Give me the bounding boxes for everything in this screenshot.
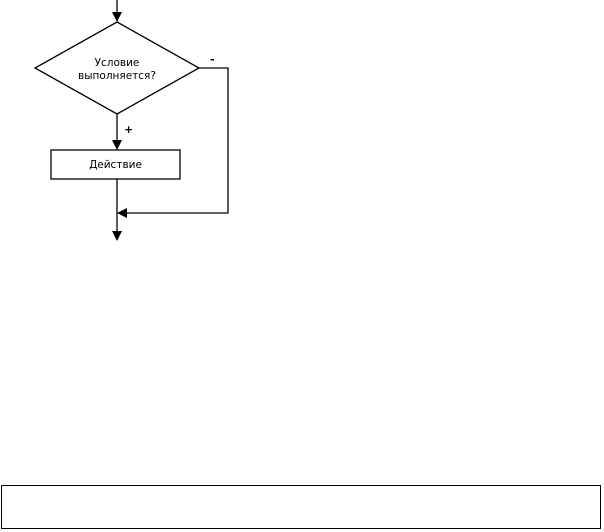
decision-text-line2: выполняется? [78, 70, 156, 82]
decision-text-line1: Условие [95, 57, 140, 69]
action-text: Действие [89, 159, 142, 171]
bottom-box [1, 485, 601, 529]
no-branch-label: - [210, 53, 215, 66]
yes-branch-label: + [124, 123, 133, 136]
action-box [50, 149, 181, 180]
no-branch-line [117, 67, 229, 218]
